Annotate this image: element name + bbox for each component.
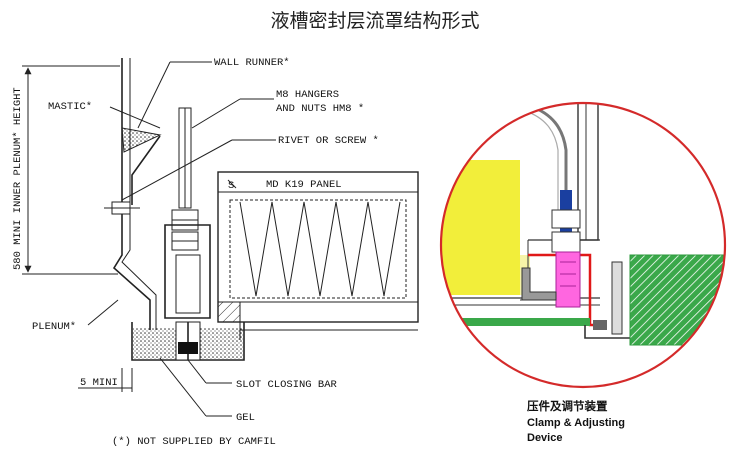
label-mastic: MASTIC* — [48, 101, 92, 113]
label-gel: GEL — [236, 412, 255, 424]
label-wall-runner: WALL RUNNER* — [214, 57, 290, 69]
mastic-fill — [121, 127, 162, 153]
detail-caption-en-line1: Clamp & Adjusting — [527, 417, 625, 429]
clamp — [520, 267, 557, 301]
yellow-panel — [441, 160, 520, 295]
footnote: (*) NOT SUPPLIED BY CAMFIL — [112, 436, 276, 448]
detail-caption-zh: 压件及调节装置 — [527, 399, 608, 413]
cross-section-drawing: S WALL RUNNER* MASTIC* M8 HANGERS A — [12, 57, 419, 448]
green-strip — [460, 318, 590, 326]
md-k19-panel — [217, 171, 419, 323]
slot-closing-bar — [178, 342, 198, 354]
pink-spacer — [555, 251, 581, 308]
label-inner-plenum-height: 580 MINI INNER PLENUM* HEIGHT — [12, 87, 24, 270]
label-plenum: PLENUM* — [32, 321, 76, 333]
detail-circle-outline — [439, 101, 727, 389]
detail-circle — [439, 101, 727, 389]
label-rivet-or-screw: RIVET OR SCREW * — [278, 135, 379, 147]
page-title: 液槽密封层流罩结构形式 — [270, 10, 479, 32]
wall-line — [112, 58, 151, 330]
label-nuts-hm8: AND NUTS HM8 * — [276, 103, 364, 115]
label-5-mini: 5 MINI — [80, 377, 118, 389]
detail-caption-en-line2: Device — [527, 432, 562, 444]
svg-text:S: S — [228, 180, 234, 192]
filter-pleats — [239, 201, 401, 297]
label-m8-hangers: M8 HANGERS — [276, 89, 339, 101]
label-md-k19-panel: MD K19 PANEL — [266, 179, 342, 191]
label-slot-closing-bar: SLOT CLOSING BAR — [236, 379, 338, 391]
